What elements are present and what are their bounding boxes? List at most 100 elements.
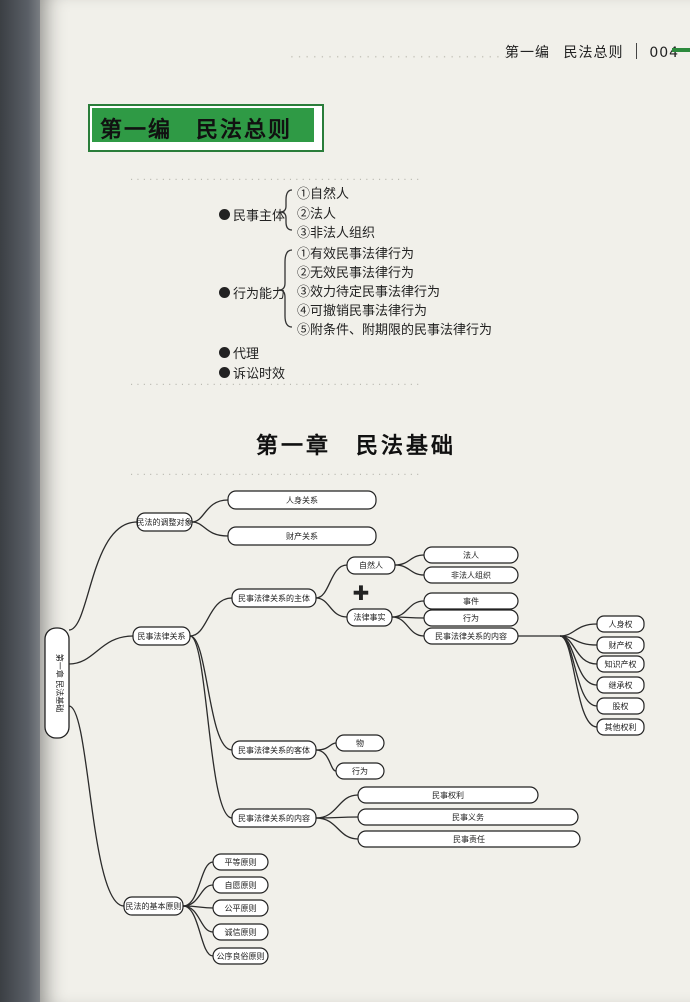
mind-map-node: 民事法律关系的主体	[231, 588, 317, 608]
mind-map-node: 自然人	[346, 556, 396, 575]
mind-map-node: 民事法律关系的客体	[231, 740, 317, 760]
node-label: 民事法律关系的主体	[238, 593, 310, 603]
mind-map-node: 非法人组织	[423, 566, 519, 584]
outline-subitem: ④可撤销民事法律行为	[297, 304, 428, 319]
mind-map-node: 事件	[423, 592, 519, 610]
plus-icon: ✚	[353, 581, 370, 605]
node-label: 法律事实	[354, 612, 386, 622]
mind-map-node: 人身权	[596, 615, 645, 633]
node-label: 民事权利	[432, 790, 464, 800]
mind-map-node: 法律事实	[346, 608, 393, 627]
node-label: 行为	[352, 766, 368, 776]
mind-map-node: 民事法律关系的内容	[423, 627, 519, 645]
node-label: 财产关系	[286, 531, 318, 541]
mind-map-node: 财产关系	[227, 526, 377, 546]
node-label: 民事法律关系	[138, 631, 186, 641]
mind-map-node: 民法的基本原则	[123, 896, 184, 916]
node-label: 非法人组织	[451, 570, 491, 580]
node-label: 公序良俗原则	[217, 951, 265, 961]
mind-map-node: 民事权利	[357, 786, 539, 804]
node-label: 物	[356, 738, 364, 748]
node-label: 事件	[463, 596, 479, 606]
node-label: 继承权	[609, 680, 633, 690]
bleed-through-text: · · · · · · · · · · · · · · · · · · · · …	[130, 380, 420, 391]
node-label: 民事责任	[453, 834, 485, 844]
node-label: 自愿原则	[225, 880, 257, 890]
outline-brace	[278, 249, 293, 328]
mind-map-node: 继承权	[596, 676, 645, 694]
node-label: 民事法律关系的内容	[238, 813, 310, 823]
outline-subitem: ①自然人	[297, 187, 350, 202]
mind-map-node: 公序良俗原则	[212, 947, 269, 965]
node-label: 民法的调整对象	[137, 517, 193, 527]
running-head-chapter: 第一编	[505, 45, 550, 61]
bleed-through-text: · · · · · · · · · · · · · · · · · · · · …	[130, 175, 420, 186]
outline-bullet	[219, 287, 230, 298]
mind-map-node: 行为	[335, 762, 385, 780]
mind-map-node: 诚信原则	[212, 923, 269, 941]
mind-map-node: 行为	[423, 609, 519, 627]
outline-item-label: 代理	[233, 347, 260, 362]
mind-map-node: 公平原则	[212, 899, 269, 917]
mind-map-node: 民事法律关系	[132, 626, 191, 646]
node-label: 民事义务	[452, 812, 484, 822]
outline-item-label: 民事主体	[233, 209, 286, 224]
node-label: 诚信原则	[225, 927, 257, 937]
outline-bullet	[219, 347, 230, 358]
bleed-through-text: · · · · · · · · · · · · · · · · · · · · …	[290, 50, 516, 64]
outline-subitem: ⑤附条件、附期限的民事法律行为	[297, 323, 493, 338]
node-label: 公平原则	[225, 903, 257, 913]
node-label: 知识产权	[605, 659, 637, 669]
outline-brace	[279, 189, 293, 231]
node-label: 平等原则	[225, 857, 257, 867]
node-label: 人身权	[609, 619, 633, 629]
running-head-title: 民法总则	[563, 45, 624, 61]
mind-map-root-label: 第一章 民法基础	[55, 654, 65, 713]
node-label: 财产权	[609, 640, 633, 650]
mind-map-node: 人身关系	[227, 490, 377, 510]
mind-map-node: 知识产权	[596, 655, 645, 673]
mind-map-root: 第一章 民法基础	[44, 627, 70, 739]
mind-map-node: 物	[335, 734, 385, 752]
outline-subitem: ①有效民事法律行为	[297, 247, 415, 262]
node-label: 自然人	[359, 560, 383, 570]
outline-subitem: ②无效民事法律行为	[297, 266, 415, 281]
outline-bullet	[219, 367, 230, 378]
node-label: 行为	[463, 613, 479, 623]
running-head-divider	[635, 43, 637, 59]
running-head-accent-bar	[672, 48, 690, 52]
running-head: 第一编 民法总则 004	[505, 42, 679, 62]
chapter-title: 第一章 民法基础	[256, 433, 457, 459]
part-title-fill	[92, 108, 314, 142]
book-spine-shadow	[0, 0, 40, 1002]
mind-map-node: 其他权利	[596, 718, 645, 736]
outline-item-label: 行为能力	[233, 287, 286, 302]
mind-map-node: 民事法律关系的内容	[231, 808, 317, 828]
part-title: 第一编 民法总则	[100, 117, 293, 143]
node-label: 民事法律关系的内容	[435, 631, 507, 641]
outline-subitem: ③非法人组织	[297, 226, 376, 241]
page-number: 004	[649, 45, 680, 61]
node-label: 其他权利	[605, 722, 637, 732]
node-label: 民法的基本原则	[126, 901, 182, 911]
mind-map-node: 财产权	[596, 636, 645, 654]
outline-bullet	[219, 209, 230, 220]
outline-item-label: 诉讼时效	[233, 367, 286, 382]
node-label: 法人	[463, 550, 479, 560]
node-label: 股权	[613, 701, 629, 711]
mind-map-node: 民事责任	[357, 830, 581, 848]
bleed-through-text: · · · · · · · · · · · · · · · · · · · · …	[130, 470, 420, 481]
mind-map-node: 民事义务	[357, 808, 579, 826]
mind-map-node: 民法的调整对象	[136, 512, 193, 532]
mind-map-node: 法人	[423, 546, 519, 564]
node-label: 民事法律关系的客体	[238, 745, 310, 755]
outline-subitem: ②法人	[297, 207, 337, 222]
part-title-box: 第一编 民法总则	[88, 104, 324, 152]
outline-subitem: ③效力待定民事法律行为	[297, 285, 441, 300]
node-label: 人身关系	[286, 495, 318, 505]
mind-map-connectors	[68, 499, 598, 957]
mind-map-node: 自愿原则	[212, 876, 269, 894]
mind-map-node: 股权	[596, 697, 645, 715]
